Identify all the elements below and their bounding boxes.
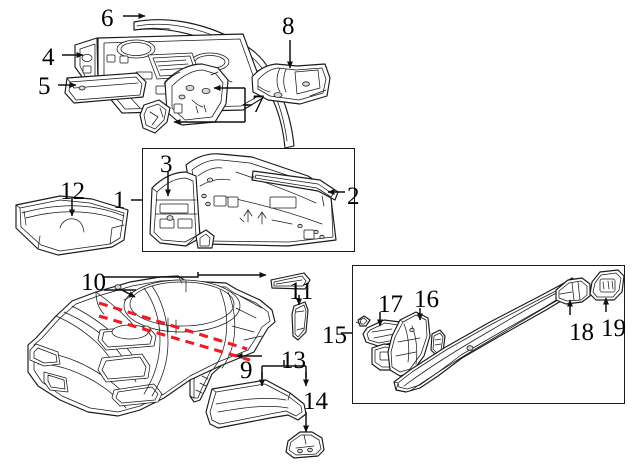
callout-2[interactable]: 2: [347, 183, 360, 210]
part-2-shape: [251, 170, 339, 207]
callout-17[interactable]: 17: [378, 291, 403, 318]
callout-15[interactable]: 15: [322, 322, 347, 349]
part-10-shape: [270, 272, 311, 290]
part-19-shape: [589, 269, 625, 301]
callout-1[interactable]: 1: [113, 187, 126, 214]
callout-11[interactable]: 11: [289, 278, 314, 305]
callout-4[interactable]: 4: [42, 44, 55, 71]
callout-3[interactable]: 3: [160, 151, 173, 178]
callout-19[interactable]: 19: [601, 315, 626, 342]
part-18-shape: [555, 277, 591, 305]
floor-pan-shape: [27, 275, 276, 417]
callout-8[interactable]: 8: [282, 13, 295, 40]
part-12-shape: [15, 195, 129, 256]
callout-10[interactable]: 10: [81, 269, 106, 296]
part-14-shape: [285, 431, 325, 459]
frame-rail-shape: [393, 277, 579, 393]
group-box-frame-rail: [352, 265, 625, 404]
part-11-shape: [291, 301, 309, 341]
leader-10b: [121, 289, 136, 298]
part-7a-shape: [163, 63, 229, 126]
callout-7[interactable]: 7: [252, 91, 265, 118]
red-dashed-line-1: [98, 301, 248, 351]
callout-16[interactable]: 16: [414, 286, 439, 313]
callout-9[interactable]: 9: [240, 357, 253, 384]
leader-lines: [58, 13, 609, 433]
group-box-rear-body: [142, 148, 355, 252]
part-13-shape: [205, 379, 307, 429]
callout-14[interactable]: 14: [303, 388, 328, 415]
part-5-shape: [64, 72, 147, 104]
callout-13[interactable]: 13: [281, 347, 306, 374]
leader-10-spine: [104, 272, 199, 278]
callout-6[interactable]: 6: [101, 5, 114, 32]
part-7b-shape: [139, 99, 171, 134]
red-section-lines: [98, 301, 251, 362]
part-3-shape: [149, 153, 337, 249]
callout-5[interactable]: 5: [38, 73, 51, 100]
callout-18[interactable]: 18: [569, 319, 594, 346]
callout-12[interactable]: 12: [60, 178, 85, 205]
part-8-shape: [251, 63, 331, 105]
red-dashed-line-2: [98, 314, 251, 362]
